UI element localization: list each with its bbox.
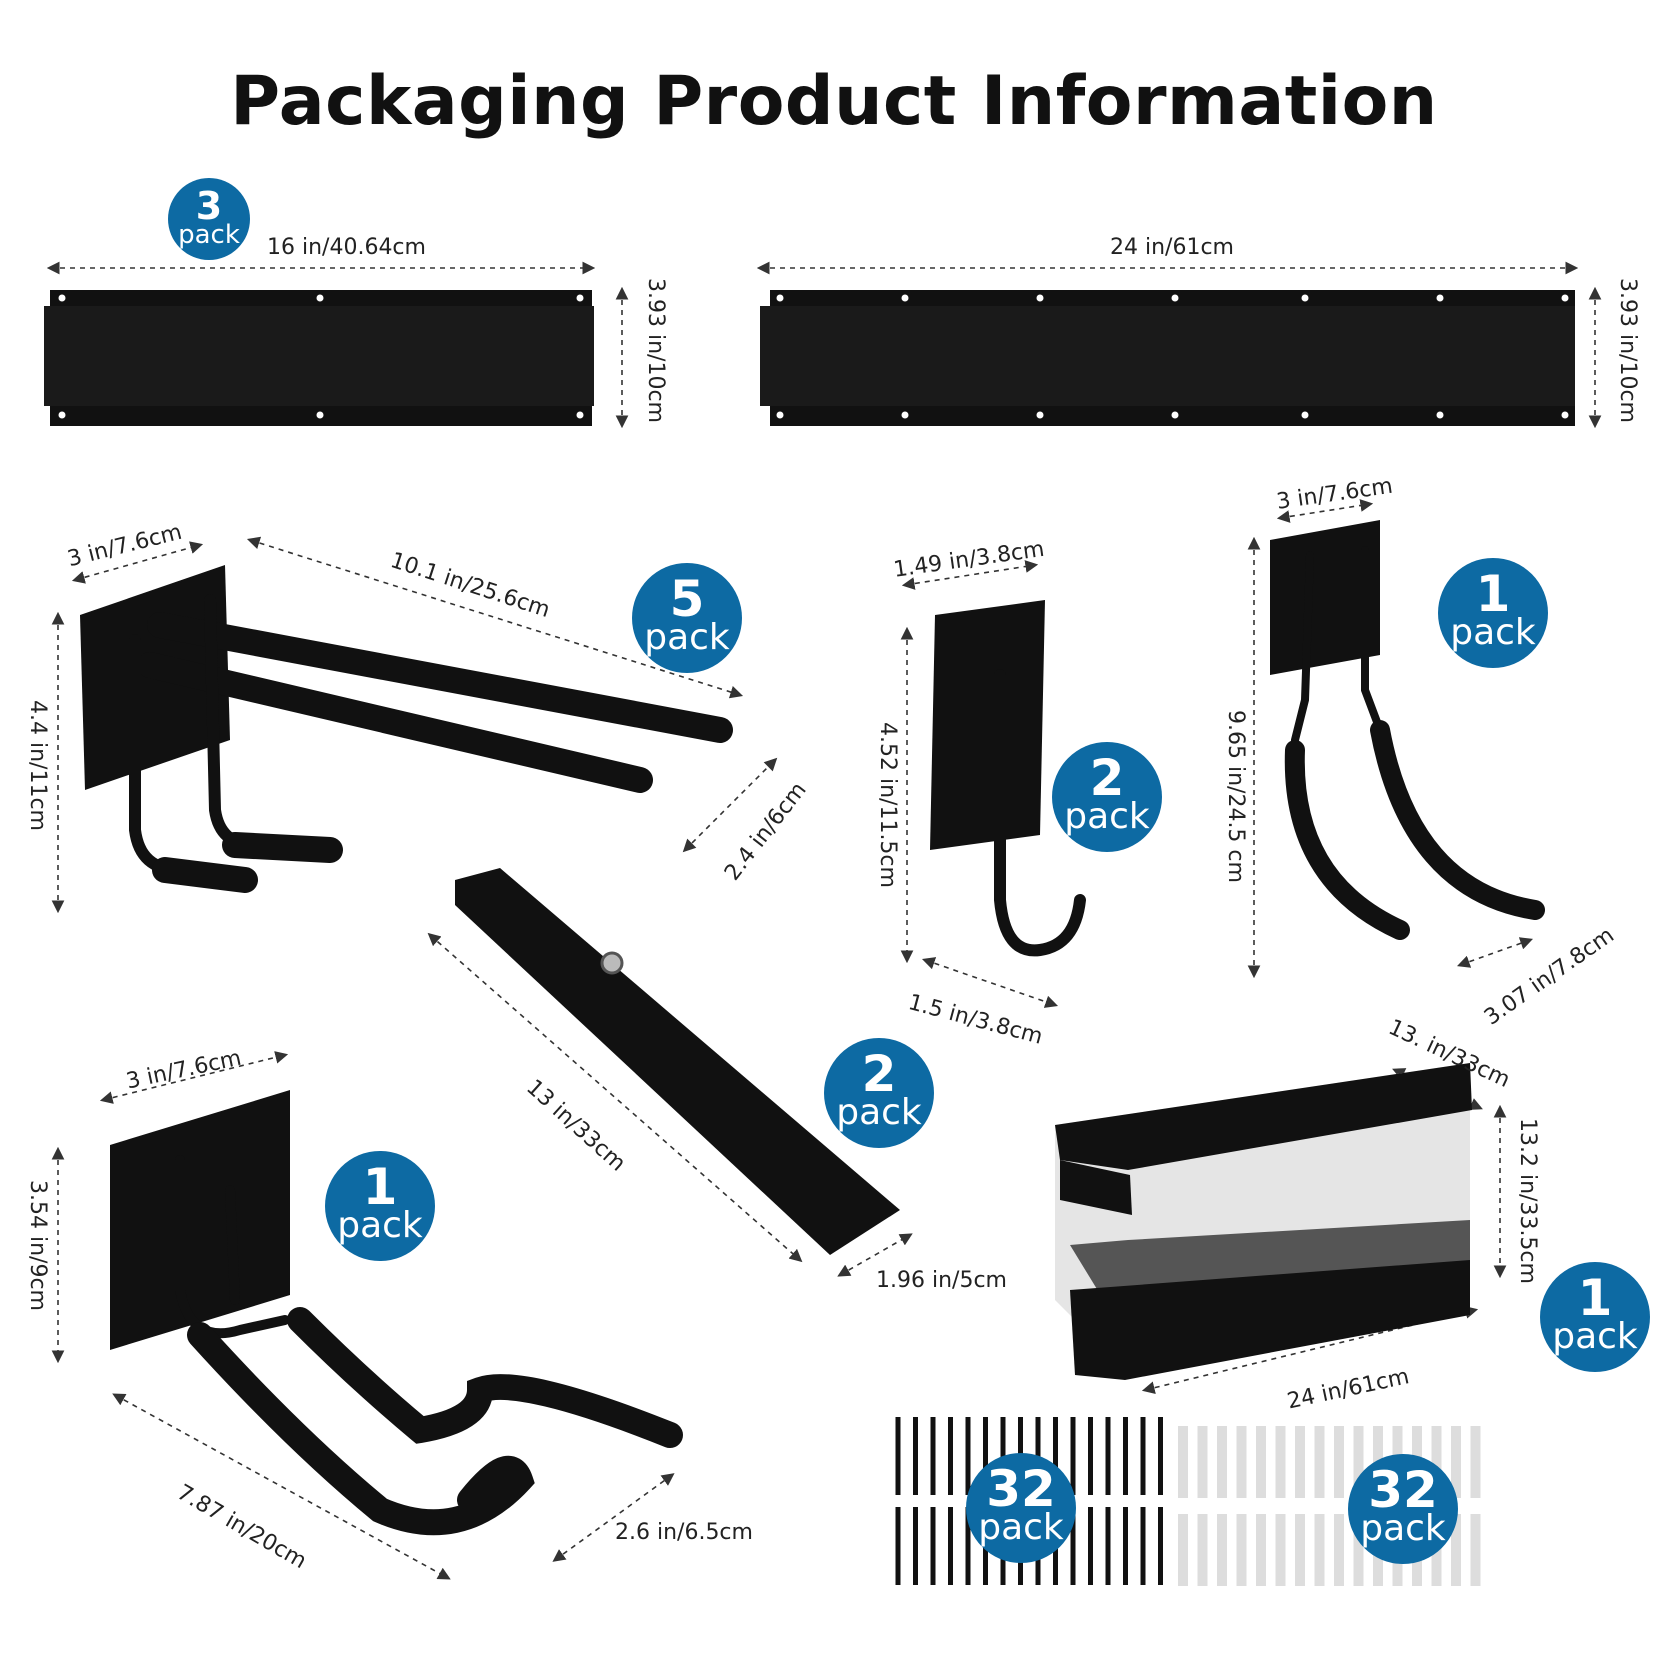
pack-badge-basket: 1 pack xyxy=(1540,1262,1650,1372)
pack-count: 2 xyxy=(861,1045,897,1103)
pack-count: 32 xyxy=(1368,1461,1438,1519)
pack-badge-bike-hook: 1 pack xyxy=(1438,558,1548,668)
dim-rail24-height: 3.93 in/10cm xyxy=(1615,278,1640,423)
wall-anchor xyxy=(1334,1514,1344,1586)
dim-single-hook-height: 4.52 in/11.5cm xyxy=(875,722,900,888)
wall-anchor xyxy=(1217,1514,1227,1586)
pack-badge-anchors: 32 pack xyxy=(1348,1454,1458,1564)
double-hook-image xyxy=(80,565,733,893)
wall-anchor xyxy=(1295,1514,1305,1586)
wall-anchor xyxy=(1197,1426,1208,1498)
pack-label: pack xyxy=(1064,796,1150,837)
pack-badge-double-hook: 5 pack xyxy=(632,563,742,673)
pack-count: 1 xyxy=(1577,1269,1613,1327)
pack-badge-screws: 32 pack xyxy=(966,1453,1076,1563)
wall-anchor xyxy=(1451,1426,1461,1498)
wall-anchor xyxy=(1236,1514,1247,1586)
wall-anchor xyxy=(1334,1426,1344,1498)
pack-label: pack xyxy=(836,1092,922,1133)
wall-anchor xyxy=(1470,1426,1481,1498)
wall-anchor xyxy=(1451,1514,1461,1586)
pack-count: 5 xyxy=(669,570,705,628)
pack-count: 1 xyxy=(1475,565,1511,623)
rail-24-image xyxy=(760,290,1575,426)
basket-image xyxy=(1055,1063,1472,1380)
dim-double-hook-height: 4.4 in/11cm xyxy=(25,700,50,831)
wall-anchor xyxy=(1275,1514,1286,1586)
pack-count: 2 xyxy=(1089,749,1125,807)
wall-anchor xyxy=(1353,1514,1364,1586)
wall-anchor xyxy=(1314,1514,1325,1586)
pack-label: pack xyxy=(178,219,240,250)
wall-anchor xyxy=(1236,1426,1247,1498)
dim-strap-width: 1.96 in/5cm xyxy=(876,1268,1007,1293)
wall-anchor xyxy=(1178,1514,1188,1586)
wall-anchor xyxy=(1275,1426,1286,1498)
dim-u-hook-height: 3.54 in/9cm xyxy=(25,1180,50,1311)
pack-count: 1 xyxy=(362,1158,398,1216)
wall-anchor xyxy=(1197,1514,1208,1586)
pack-label: pack xyxy=(337,1205,423,1246)
dim-rail16-height: 3.93 in/10cm xyxy=(643,278,668,423)
pack-badge-strap: 2 pack xyxy=(824,1038,934,1148)
pack-label: pack xyxy=(1450,612,1536,653)
pack-count: 3 xyxy=(195,183,223,228)
wall-anchor xyxy=(1431,1426,1442,1498)
pack-label: pack xyxy=(1360,1508,1446,1549)
dim-rail16-width: 16 in/40.64cm xyxy=(267,235,426,260)
pack-badge-u-hook: 1 pack xyxy=(325,1151,435,1261)
wall-anchor xyxy=(1470,1514,1481,1586)
rail-16-image xyxy=(44,290,594,426)
dim-rail24-width: 24 in/61cm xyxy=(1110,235,1234,260)
wall-anchor xyxy=(1256,1514,1266,1586)
u-hook-image xyxy=(110,1090,683,1536)
wall-anchor xyxy=(1295,1426,1305,1498)
dim-u-hook-gap: 2.6 in/6.5cm xyxy=(615,1520,753,1545)
single-hook-image xyxy=(930,600,1086,957)
wall-anchor xyxy=(1256,1426,1266,1498)
pack-count: 32 xyxy=(986,1460,1056,1518)
wall-anchor xyxy=(1353,1426,1364,1498)
pack-label: pack xyxy=(978,1507,1064,1548)
page-title: Packaging Product Information xyxy=(230,62,1438,141)
wall-anchor xyxy=(1217,1426,1227,1498)
pack-badge-single-hook: 2 pack xyxy=(1052,742,1162,852)
wall-anchor xyxy=(1178,1426,1188,1498)
dim-basket-height: 13.2 in/33.5cm xyxy=(1515,1118,1540,1284)
strap-image xyxy=(455,868,900,1255)
pack-label: pack xyxy=(644,617,730,658)
wall-anchor xyxy=(1314,1426,1325,1498)
dim-bike-hook-height: 9.65 in/24.5 cm xyxy=(1223,710,1248,883)
pack-label: pack xyxy=(1552,1316,1638,1357)
bike-hook-image xyxy=(1270,520,1545,940)
pack-badge-rails: 3 pack xyxy=(168,178,250,260)
